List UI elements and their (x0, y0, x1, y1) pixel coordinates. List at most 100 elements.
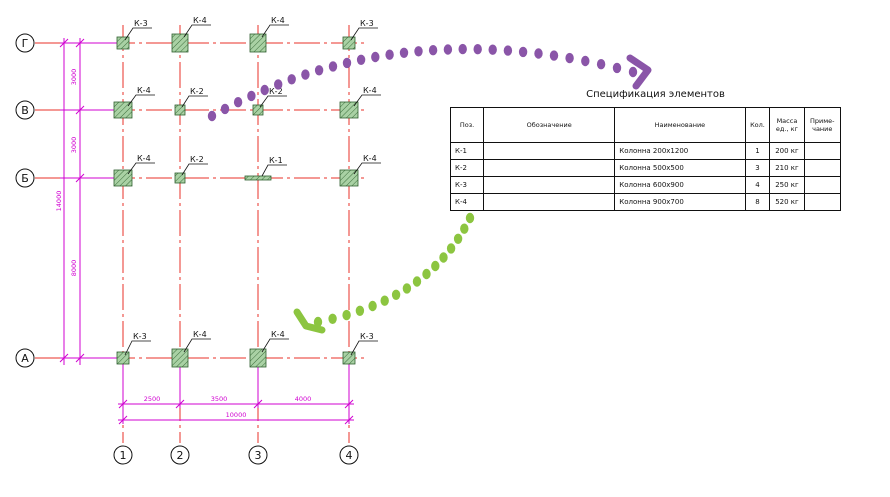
specification-table: Поз. Обозначение Наименование Кол. Масса… (449, 107, 842, 211)
green-arrow-dot (342, 309, 351, 321)
table-row: К-4 Колонна 900х700 8 520 кг (449, 193, 842, 211)
purple-arrow-dot (371, 51, 380, 63)
green-dotted-arrow (293, 212, 475, 334)
purple-arrow-dot (488, 44, 497, 55)
number-axis-labels: 1 2 3 4 (120, 449, 353, 462)
cell-pos: К-1 (449, 142, 485, 160)
purple-arrow-dot (385, 49, 394, 60)
column-label-g2: К-4 (193, 16, 207, 25)
column-label-b1: К-4 (137, 154, 151, 163)
column-label-b2: К-2 (190, 155, 204, 164)
purple-arrow-dot (314, 65, 324, 76)
cell-pos: К-3 (449, 176, 485, 194)
axis-bubble-b (15, 168, 35, 188)
table-header-row: Поз. Обозначение Наименование Кол. Масса… (449, 107, 842, 143)
green-arrow-dot (402, 283, 412, 294)
purple-arrow-dot (549, 50, 559, 61)
column-a4 (342, 351, 356, 365)
table-row: К-3 Колонна 600х900 4 250 кг (449, 176, 842, 194)
green-arrow-dot (368, 300, 377, 312)
green-arrow-dot (453, 233, 463, 244)
purple-arrow-dot (342, 57, 352, 69)
green-arrow-dot (313, 316, 323, 328)
axis-label-v: В (21, 104, 29, 117)
column-label-b3: К-1 (269, 156, 283, 165)
axis-bubble-4 (339, 445, 359, 465)
cell-mass: 250 кг (769, 176, 805, 194)
column-label-a1: К-3 (133, 332, 147, 341)
cell-qty: 3 (744, 159, 771, 177)
column-label-g4: К-3 (360, 19, 374, 28)
column-a3 (249, 348, 267, 368)
cell-mass: 520 кг (769, 193, 805, 211)
column-a2 (171, 348, 189, 368)
column-label-b4: К-4 (363, 154, 377, 163)
axis-bubble-v (15, 100, 35, 120)
column-label-v3: К-2 (269, 87, 283, 96)
vertical-dimensions (59, 38, 123, 365)
purple-arrow-dot (233, 97, 243, 108)
cell-note (803, 193, 842, 211)
header-qty: Кол. (744, 107, 771, 143)
axis-bubble-1 (113, 445, 133, 465)
cell-name: Колонна 900х700 (614, 193, 746, 211)
axis-label-a: А (21, 352, 29, 365)
purple-arrow-dot (443, 44, 453, 55)
column-g4 (342, 36, 356, 50)
purple-arrow-dot (534, 48, 543, 59)
purple-arrow-dot (596, 58, 606, 70)
cell-name: Колонна 200х1200 (614, 142, 746, 160)
axis-label-1: 1 (120, 449, 127, 462)
green-arrow-dot (431, 260, 440, 272)
cell-pos: К-2 (449, 159, 485, 177)
green-arrow-dot (380, 295, 389, 306)
column-label-g3: К-4 (271, 16, 285, 25)
purple-arrow-dot (628, 66, 638, 78)
purple-dotted-arrow (207, 43, 652, 122)
cell-qty: 8 (744, 193, 771, 211)
cell-mass: 210 кг (769, 159, 805, 177)
column-label-a4: К-3 (360, 332, 374, 341)
purple-arrow-dot (287, 74, 296, 85)
column-label-v1: К-4 (137, 86, 151, 95)
cell-note (803, 176, 842, 194)
table-row: К-2 Колонна 500х500 3 210 кг (449, 159, 842, 177)
purple-arrow-dot (414, 46, 423, 57)
purple-arrow-dot (565, 52, 574, 64)
specification-title: Спецификация элементов (586, 89, 725, 100)
green-arrow-dot (422, 268, 431, 280)
axis-label-b: Б (21, 172, 29, 185)
column-label-g1: К-3 (134, 19, 148, 28)
column-g2 (171, 33, 189, 53)
header-designation: Обозначение (483, 107, 616, 143)
axis-label-2: 2 (177, 449, 184, 462)
purple-arrow-dot (220, 103, 230, 115)
purple-arrow-dot (301, 69, 310, 80)
dim-2-3: 3500 (211, 395, 228, 403)
purple-arrow-dot (399, 47, 409, 58)
column-g3 (249, 33, 267, 53)
column-label-a3: К-4 (271, 330, 285, 339)
cell-designation (483, 176, 616, 194)
axis-bubble-2 (170, 445, 190, 465)
purple-arrow-dot (207, 110, 217, 122)
axis-bubble-a (15, 348, 35, 368)
header-note: Приме- чание (803, 107, 842, 143)
purple-arrow-dot (328, 61, 338, 72)
column-b4 (339, 169, 359, 187)
column-v4 (339, 101, 359, 119)
axis-label-g: Г (22, 37, 29, 50)
cell-designation (483, 193, 616, 211)
axis-label-4: 4 (346, 449, 353, 462)
column-label-v4: К-4 (363, 86, 377, 95)
column-v3 (252, 104, 264, 116)
dim-1-2: 2500 (144, 395, 161, 403)
purple-arrow-dot (581, 55, 590, 67)
dim-b-a: 8000 (70, 260, 78, 277)
green-arrow-dot (446, 243, 456, 254)
purple-arrow-dot (356, 54, 366, 65)
columns (113, 33, 359, 368)
header-pos: Поз. (449, 107, 485, 143)
header-name: Наименование (614, 107, 746, 143)
